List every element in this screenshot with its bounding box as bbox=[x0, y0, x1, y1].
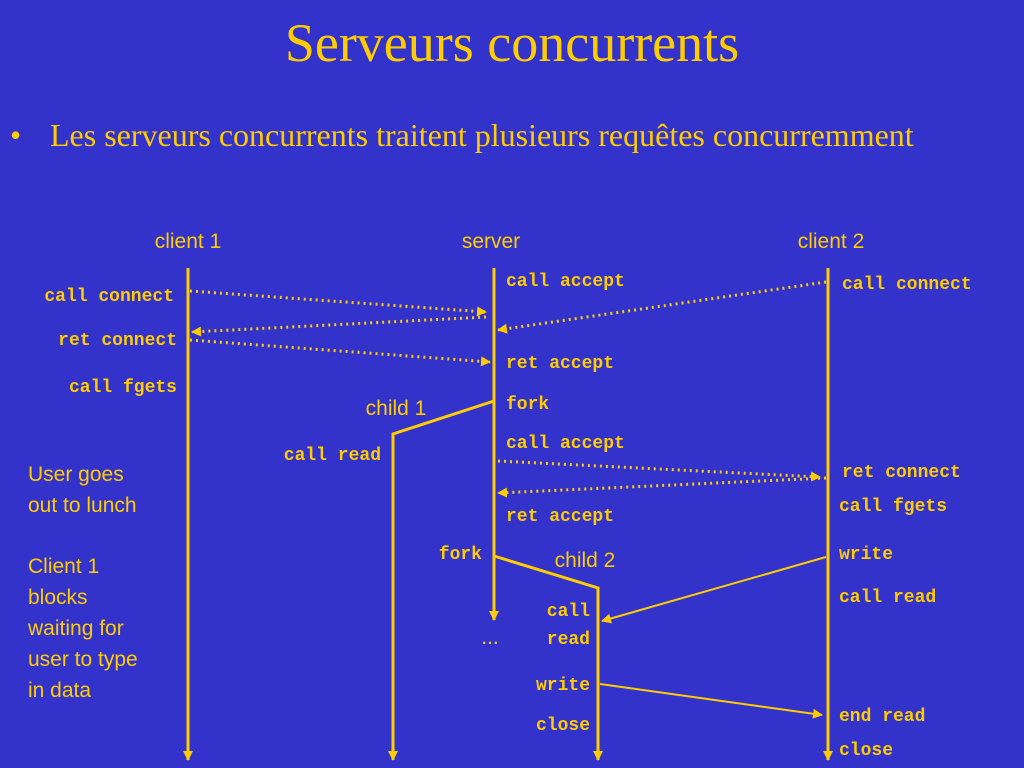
server-fork-2: fork bbox=[439, 545, 482, 565]
client2-call-fgets: call fgets bbox=[839, 497, 947, 517]
client1-call-connect: call connect bbox=[44, 287, 174, 307]
client2-end-read: end read bbox=[839, 707, 925, 727]
client2-call-read: call read bbox=[839, 588, 936, 608]
server-call-accept-2: call accept bbox=[506, 434, 625, 454]
server-fork-1: fork bbox=[506, 395, 549, 415]
column-header-client1: client 1 bbox=[155, 230, 222, 253]
client2-close: close bbox=[839, 741, 893, 761]
child2-close: close bbox=[536, 716, 590, 736]
client1-ret-connect: ret connect bbox=[58, 331, 177, 351]
server-ellipsis: ... bbox=[481, 626, 499, 649]
child2-write: write bbox=[536, 676, 590, 696]
column-header-server: server bbox=[462, 230, 520, 253]
bullet-marker: • bbox=[10, 117, 22, 153]
client2-ret-connect: ret connect bbox=[842, 463, 961, 483]
child2-call-read-line2: read bbox=[547, 630, 590, 650]
slide-title: Serveurs concurrents bbox=[284, 13, 740, 73]
note-user-lunch: User goes out to lunch bbox=[28, 463, 137, 517]
note-client1-blocks: Client 1 blocks waiting for user to type… bbox=[28, 555, 138, 702]
child2-label: child 2 bbox=[555, 549, 616, 572]
child1-call-read: call read bbox=[284, 446, 381, 466]
child1-timeline bbox=[388, 399, 495, 761]
client2-write: write bbox=[839, 545, 893, 565]
msg-client1-to-accept bbox=[189, 338, 491, 367]
client2-call-connect: call connect bbox=[842, 275, 972, 295]
child1-label: child 1 bbox=[366, 397, 427, 420]
msg-client1-connect-request bbox=[189, 289, 487, 317]
server-ret-accept-1: ret accept bbox=[506, 354, 614, 374]
child2-timeline bbox=[493, 554, 603, 761]
msg-client2-connect-request bbox=[497, 280, 827, 334]
column-header-client2: client 2 bbox=[798, 230, 865, 253]
client1-call-fgets: call fgets bbox=[69, 378, 177, 398]
msg-server-to-client2 bbox=[497, 459, 821, 482]
bullet-text: Les serveurs concurrents traitent plusie… bbox=[50, 117, 914, 153]
server-call-accept-1: call accept bbox=[506, 272, 625, 292]
msg-child2-write-to-client2 bbox=[599, 683, 823, 719]
msg-client2-to-accept bbox=[497, 476, 827, 498]
msg-client2-write-to-child2 bbox=[601, 556, 827, 624]
server-ret-accept-2: ret accept bbox=[506, 507, 614, 527]
child2-call-read-line1: call bbox=[547, 602, 590, 622]
msg-server-to-client1 bbox=[191, 315, 487, 337]
